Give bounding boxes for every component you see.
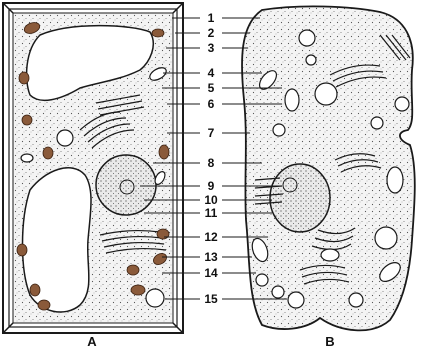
animal-nucleus [270, 164, 330, 232]
callout-label-2: 2 [208, 26, 215, 40]
callout-label-8: 8 [208, 156, 215, 170]
callout-label-15: 15 [204, 292, 218, 306]
callout-label-7: 7 [208, 126, 215, 140]
callout-label-10: 10 [204, 193, 218, 207]
callout-label-3: 3 [208, 41, 215, 55]
callout-label-1: 1 [208, 11, 215, 25]
callout-label-9: 9 [208, 179, 215, 193]
callout-labels: 1 2 3 4 5 6 7 8 9 10 11 12 13 14 15 [204, 11, 218, 306]
plant-nucleolus [120, 180, 134, 194]
callout-label-13: 13 [204, 250, 218, 264]
callout-label-12: 12 [204, 230, 218, 244]
plant-cell [3, 3, 183, 333]
callout-label-11: 11 [205, 206, 218, 220]
plant-microbody-lower [146, 289, 164, 307]
callout-label-14: 14 [204, 266, 218, 280]
callout-label-5: 5 [208, 81, 215, 95]
panel-label-plant: A [87, 334, 97, 349]
panel-label-animal: B [325, 334, 334, 349]
callout-label-4: 4 [208, 66, 215, 80]
plant-microbody [57, 130, 73, 146]
animal-cell [242, 6, 415, 330]
callout-label-6: 6 [208, 97, 215, 111]
animal-nucleolus [283, 178, 297, 192]
